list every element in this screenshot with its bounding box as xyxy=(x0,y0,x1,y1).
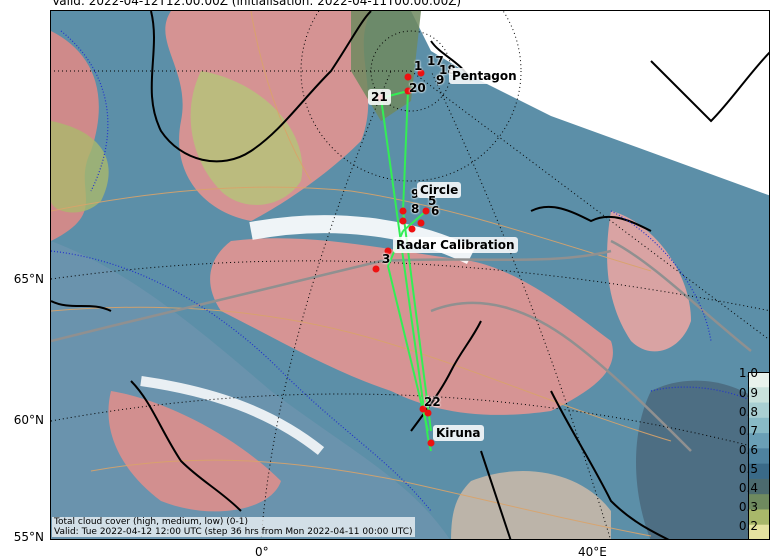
colorbar-swatch xyxy=(748,494,770,510)
waypoint-label-20[interactable]: 20 xyxy=(409,81,426,95)
colorbar-swatch xyxy=(748,478,770,495)
grey-contours xyxy=(51,239,752,452)
footer-line-1: Total cloud cover (high, medium, low) (0… xyxy=(54,517,249,527)
colorbar-swatch xyxy=(748,463,770,480)
colorbar-swatch xyxy=(748,387,770,404)
clear-region-barents xyxy=(607,211,691,352)
low-cloud-greenland xyxy=(190,71,303,205)
waypoint-markers xyxy=(372,69,435,447)
colorbar-tick-0-8: 0.8 xyxy=(738,405,758,419)
waypoint-label-5[interactable]: 5 xyxy=(428,194,437,208)
colorbar-tick-0-4: 0.4 xyxy=(738,481,758,495)
footer-caption: Total cloud cover (high, medium, low) (0… xyxy=(52,517,415,537)
colorbar-swatch xyxy=(748,524,770,541)
colorbar-tick-0-2: 0.2 xyxy=(738,519,758,533)
waypoint-label-pentagon[interactable]: Pentagon xyxy=(449,68,520,84)
graticule xyxy=(51,11,769,539)
colorbar-swatch xyxy=(748,448,770,465)
colorbar-tick-0-6: 0.6 xyxy=(738,443,758,457)
lat-label-65n: 65°N xyxy=(13,272,44,286)
cloud-edge-dots xyxy=(51,30,769,512)
colorbar xyxy=(748,372,770,541)
colorbar-tick-0-3: 0.3 xyxy=(738,500,758,514)
colorbar-gradient xyxy=(748,372,770,541)
isobar-contours xyxy=(51,11,672,537)
footer-line-2: Valid: Tue 2022-04-12 12:00 UTC (step 36… xyxy=(54,527,413,537)
waypoint-label-9b[interactable]: 9 xyxy=(411,187,420,201)
cloud-finland xyxy=(636,380,769,539)
colorbar-tick-1-0: 1.0 xyxy=(738,366,758,380)
waypoint-label-17[interactable]: 17 xyxy=(427,54,444,68)
clear-region-norwegian-sea xyxy=(210,238,613,415)
colorbar-swatch xyxy=(748,372,770,388)
bright-band-2 xyxy=(140,376,325,455)
waypoint-label-circle[interactable]: Circle xyxy=(417,182,462,198)
colorbar-tick-0-5: 0.5 xyxy=(738,462,758,476)
waypoint-label-8[interactable]: 8 xyxy=(411,202,420,216)
lon-label-0: 0° xyxy=(255,545,269,559)
low-cloud-west xyxy=(51,121,109,213)
colorbar-tick-0-7: 0.7 xyxy=(738,424,758,438)
colorbar-swatch xyxy=(748,417,770,434)
waypoint-label-3[interactable]: 3 xyxy=(382,252,391,266)
colorbar-tick-0-9: 0.9 xyxy=(738,386,758,400)
valid-time-title: Valid: 2022-04-12T12:00:00Z (initialisat… xyxy=(52,0,462,8)
waypoint-label-22[interactable]: 22 xyxy=(424,395,441,409)
clear-region-north-sea xyxy=(108,391,281,512)
clear-region-baltic xyxy=(451,471,611,539)
waypoint-label-6[interactable]: 6 xyxy=(431,204,440,218)
waypoint-label-9a[interactable]: 9 xyxy=(436,73,445,87)
waypoint-label-radar-calibration[interactable]: Radar Calibration xyxy=(393,237,518,253)
lon-label-40e: 40°E xyxy=(578,545,607,559)
colorbar-swatch xyxy=(748,509,770,526)
map-canvas xyxy=(51,11,769,539)
colorbar-swatch xyxy=(748,402,770,419)
waypoint-label-kiruna[interactable]: Kiruna xyxy=(433,425,484,441)
lat-label-60n: 60°N xyxy=(13,413,44,427)
waypoint-label-21[interactable]: 21 xyxy=(368,89,391,105)
waypoint-label-1[interactable]: 1 xyxy=(414,59,423,73)
map-panel[interactable]: 21 20 1 17 18 9 Pentagon 9 Circle 8 5 6 … xyxy=(50,10,770,540)
colorbar-swatch xyxy=(748,433,770,449)
lat-label-55n: 55°N xyxy=(13,530,44,544)
outside-domain-area xyxy=(411,11,769,196)
